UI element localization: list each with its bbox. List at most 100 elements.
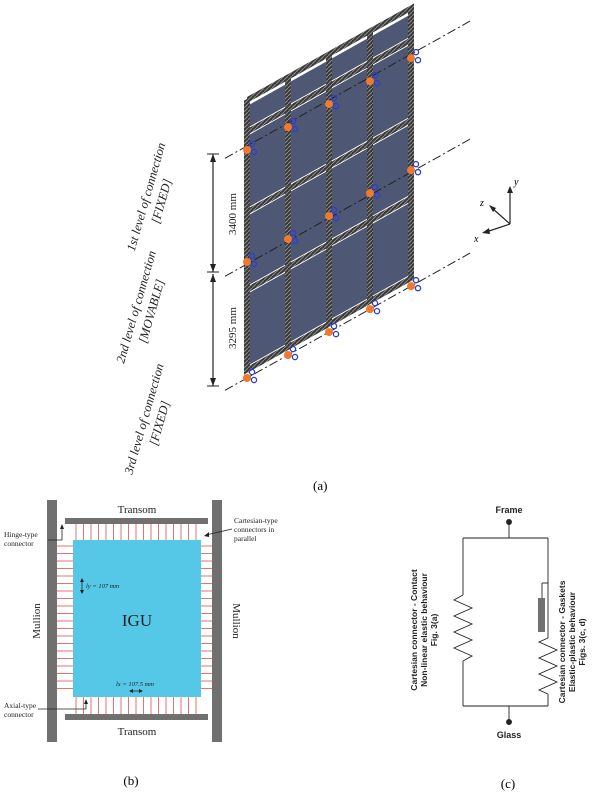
spring-marker	[330, 206, 338, 214]
connector-node	[325, 212, 333, 221]
connection-line	[224, 138, 471, 277]
dimension-upper-label: 3400 mm	[227, 193, 239, 235]
transom-bottom-label: Transom	[118, 726, 157, 738]
connector-markers	[243, 48, 422, 384]
spring-marker	[291, 237, 299, 245]
frame-label: Frame	[495, 505, 522, 515]
glass-pane	[291, 91, 326, 184]
spring-marker	[371, 71, 379, 79]
spring-marker	[373, 191, 381, 199]
glass-pane	[291, 61, 326, 104]
glass-pane	[250, 84, 285, 127]
spring-marker	[248, 252, 256, 260]
axis-y-label: y	[513, 177, 519, 188]
spring-marker	[412, 160, 420, 168]
spring-marker	[371, 299, 379, 307]
connector-node	[407, 54, 415, 63]
cartesian-label-line1: Cartesian-type	[234, 516, 278, 525]
glass-pane	[250, 272, 285, 365]
connection-line	[224, 20, 471, 159]
axis-z-label: z	[479, 198, 484, 209]
panel-c-diagram	[452, 519, 559, 725]
mullion	[367, 28, 373, 306]
glass-pane	[373, 45, 408, 138]
connector-node	[366, 305, 374, 314]
spring-marker	[291, 353, 299, 361]
axis-x-label: x	[473, 234, 479, 245]
spring-marker	[414, 168, 422, 176]
spring-marker	[412, 48, 420, 56]
caption-c: (c)	[501, 776, 515, 791]
mullion-left-label: Mullion	[31, 603, 43, 639]
transom	[247, 273, 414, 373]
spring-marker	[414, 56, 422, 64]
mullion	[285, 74, 291, 352]
spring-marker	[289, 117, 297, 125]
mullion	[244, 97, 250, 375]
spring-marker	[371, 183, 379, 191]
glass-pane	[291, 249, 326, 342]
svg-text:Non-linear elastic behaviour: Non-linear elastic behaviour	[419, 572, 429, 687]
transom	[247, 193, 414, 293]
spring-marker	[332, 214, 340, 222]
mullion	[326, 51, 332, 329]
glass-pane	[250, 114, 285, 207]
panel-b-diagram: IGU Transom Transom Mullion Mullion Hing…	[4, 500, 278, 742]
spring-marker	[412, 276, 420, 284]
spring-marker	[291, 125, 299, 133]
dimension-lower	[207, 274, 219, 387]
spacing-vertical-label: ly = 107 mm	[86, 583, 119, 590]
glass-label: Glass	[497, 730, 522, 740]
transom-bottom	[65, 714, 208, 720]
igu-label: IGU	[122, 611, 152, 630]
spring-marker	[248, 140, 256, 148]
glass-pane	[332, 226, 367, 319]
mullion	[408, 5, 414, 283]
axis-triad: y x z	[473, 177, 519, 245]
hinge-label-line1: Hinge-type	[4, 530, 38, 539]
spring-marker	[250, 376, 258, 384]
level-1-label: 1st level of connection [FIXED]	[124, 141, 175, 253]
cartesian-label-line2: connectors in	[234, 525, 274, 534]
caption-b: (b)	[123, 773, 138, 788]
spring-marker	[332, 102, 340, 110]
mullion-left	[47, 500, 57, 742]
connector-node	[407, 282, 415, 291]
svg-text:Cartesian connector - Contact: Cartesian connector - Contact	[409, 569, 419, 691]
mullion-right	[212, 500, 222, 742]
svg-text:Figs. 3(c, d): Figs. 3(c, d)	[577, 618, 587, 665]
connector-node	[243, 374, 251, 382]
glass-pane	[332, 148, 367, 239]
connector-node	[243, 258, 251, 266]
connector-node	[325, 328, 333, 337]
spacing-horizontal-label: lx = 107.5 mm	[116, 681, 154, 688]
glass-pane	[373, 15, 408, 58]
connector-node	[243, 146, 251, 154]
glass-pane	[291, 171, 326, 262]
spring-marker	[250, 260, 258, 268]
connector-node	[366, 77, 374, 86]
connector-node	[284, 235, 292, 244]
glass-pane	[332, 38, 367, 81]
glass-pane	[332, 68, 367, 161]
gasket-connector-label: Cartesian connector - Gaskets Elastic-pl…	[557, 580, 587, 703]
cartesian-connector-lines	[57, 524, 212, 714]
spring-marker	[248, 368, 256, 376]
spring-marker	[373, 79, 381, 87]
hinge-label-line2: connector	[4, 539, 34, 548]
level-3-label: 3rd level of connection [FIXED]	[121, 362, 172, 477]
cartesian-label-line3: parallel	[234, 534, 257, 543]
axial-label-line2: connector	[4, 710, 34, 719]
svg-text:Cartesian connector - Gaskets: Cartesian connector - Gaskets	[557, 580, 567, 703]
glass-pane	[373, 125, 408, 216]
spring-marker	[330, 322, 338, 330]
transom	[247, 115, 414, 215]
facade-model	[224, 3, 471, 391]
caption-a: (a)	[313, 478, 327, 493]
glass-pane	[250, 194, 285, 285]
transom	[247, 35, 414, 136]
connector-node	[284, 123, 292, 132]
glass-pane	[373, 203, 408, 296]
connection-lines	[224, 20, 471, 391]
